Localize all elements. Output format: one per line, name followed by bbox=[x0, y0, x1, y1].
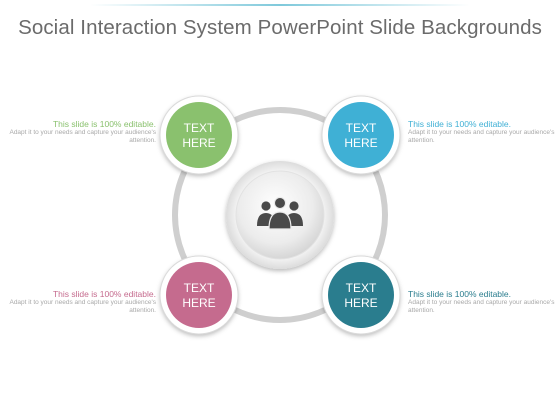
callout-bottom-left-heading: This slide is 100% editable. bbox=[52, 289, 156, 299]
center-hub bbox=[226, 161, 334, 269]
callout-top-right-heading: This slide is 100% editable. bbox=[408, 119, 512, 129]
top-accent-line bbox=[90, 4, 470, 6]
node-bottom-left-line2: HERE bbox=[182, 296, 215, 310]
node-bottom-right: TEXT HERE bbox=[321, 255, 401, 335]
callout-bottom-right-body: Adapt it to your needs and capture your … bbox=[408, 299, 555, 314]
callout-bottom-left-body: Adapt it to your needs and capture your … bbox=[9, 299, 156, 314]
team-people-icon bbox=[257, 196, 303, 230]
node-bottom-left-line1: TEXT bbox=[184, 281, 215, 295]
node-top-left-line2: HERE bbox=[182, 136, 215, 150]
callout-bottom-right-heading: This slide is 100% editable. bbox=[408, 289, 512, 299]
callout-top-right: This slide is 100% editable. Adapt it to… bbox=[408, 119, 558, 145]
node-bottom-left-disc bbox=[166, 262, 232, 328]
callout-top-left-heading: This slide is 100% editable. bbox=[52, 119, 156, 129]
node-bottom-left: TEXT HERE bbox=[159, 255, 239, 335]
node-top-left-line1: TEXT bbox=[184, 121, 215, 135]
node-top-right: TEXT HERE bbox=[321, 95, 401, 175]
callout-bottom-left: This slide is 100% editable. Adapt it to… bbox=[6, 289, 156, 315]
callout-top-right-body: Adapt it to your needs and capture your … bbox=[408, 129, 555, 144]
connector-ring bbox=[172, 107, 388, 323]
node-top-right-line2: HERE bbox=[344, 136, 377, 150]
node-bottom-right-disc bbox=[328, 262, 394, 328]
node-bottom-right-line1: TEXT bbox=[346, 281, 377, 295]
node-top-left-disc bbox=[166, 102, 232, 168]
node-top-right-disc bbox=[328, 102, 394, 168]
node-top-right-line1: TEXT bbox=[346, 121, 377, 135]
callout-top-left: This slide is 100% editable. Adapt it to… bbox=[6, 119, 156, 145]
callout-bottom-right: This slide is 100% editable. Adapt it to… bbox=[408, 289, 558, 315]
callout-top-left-body: Adapt it to your needs and capture your … bbox=[9, 129, 156, 144]
node-bottom-right-line2: HERE bbox=[344, 296, 377, 310]
node-top-left: TEXT HERE bbox=[159, 95, 239, 175]
slide-title: Social Interaction System PowerPoint Sli… bbox=[18, 16, 542, 39]
